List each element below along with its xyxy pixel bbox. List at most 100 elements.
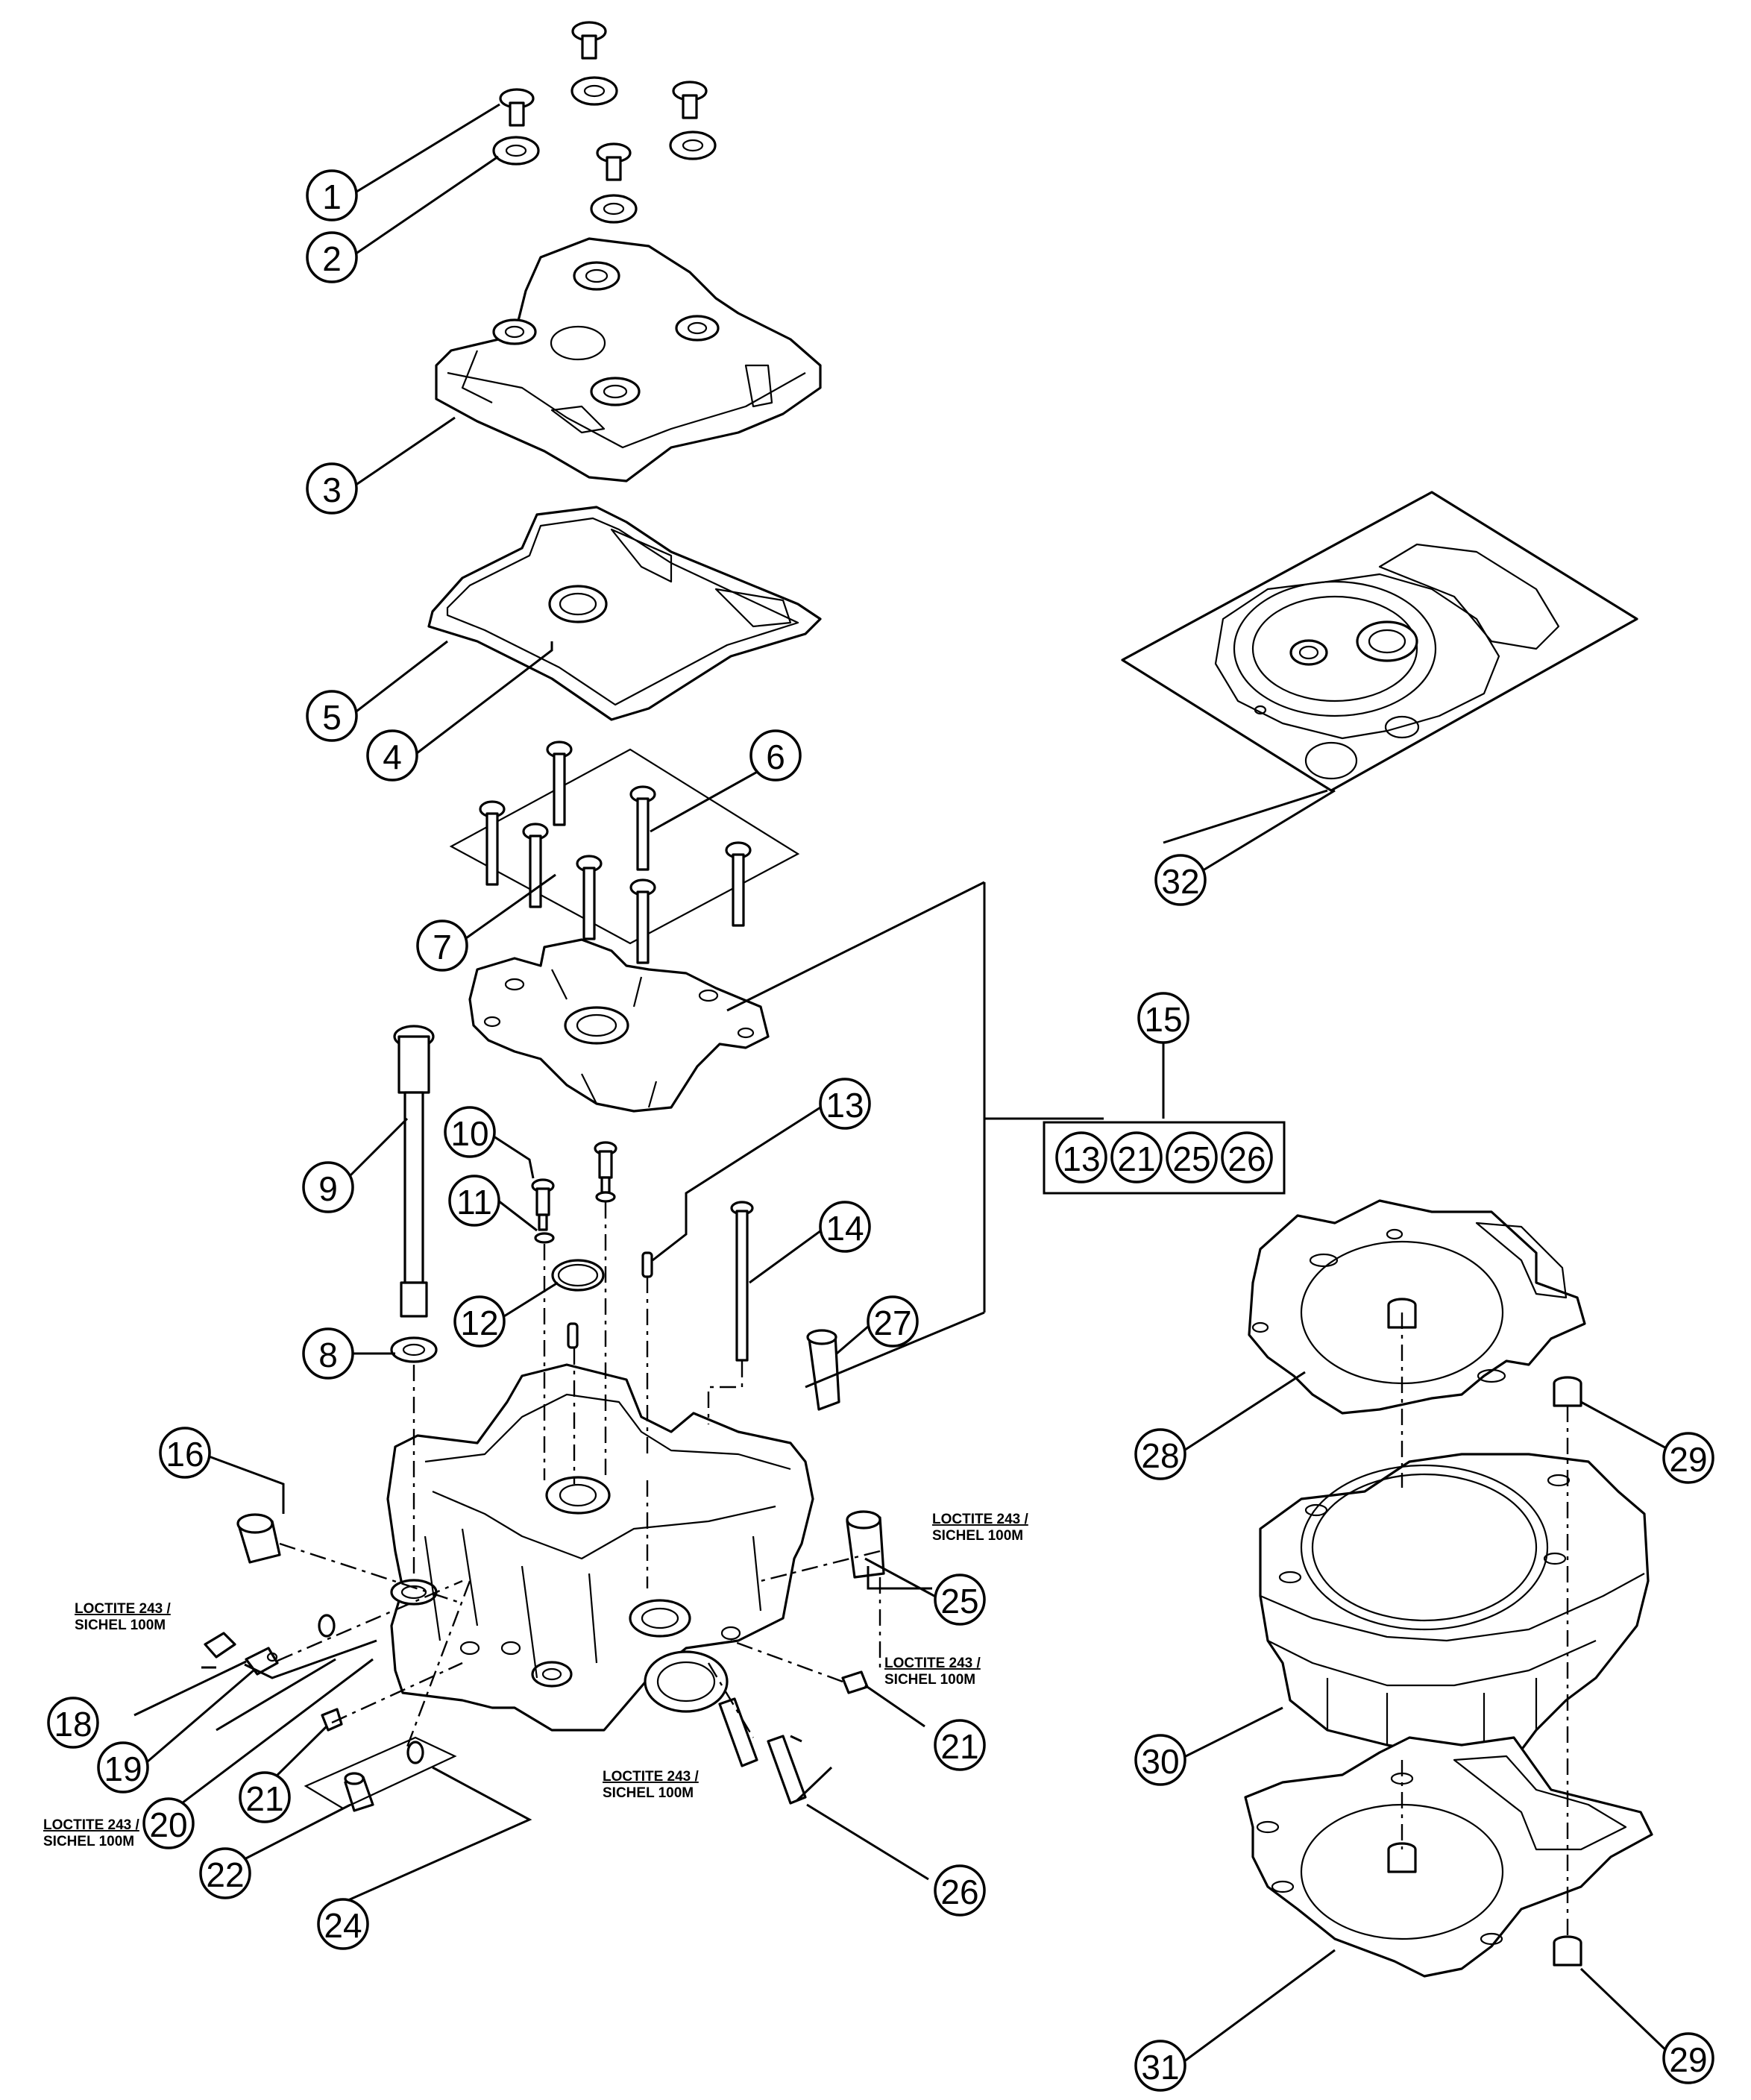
callout-label-31: 31: [1141, 2048, 1179, 2087]
cylinder-head-long-bolt: [393, 1025, 435, 1318]
callout-15: 15: [1137, 992, 1189, 1044]
note-line-2: SICHEL 100M: [884, 1672, 975, 1688]
spark-plug-seal: [548, 585, 608, 623]
washer: [390, 1336, 438, 1363]
callout-label-30: 30: [1141, 1742, 1179, 1781]
leader-lines: [133, 103, 1672, 2067]
note-line-1: LOCTITE 243 /: [884, 1656, 981, 1671]
callout-25: 25: [934, 1574, 986, 1626]
valve-cover: [435, 237, 822, 482]
callout-16: 16: [159, 1427, 211, 1479]
callout-7: 7: [416, 919, 468, 972]
dowel-sleeves: [1553, 1376, 1582, 1967]
callout-12: 12: [453, 1295, 506, 1348]
small-bolts: [531, 1141, 617, 1244]
callout-label-3: 3: [322, 471, 342, 509]
sleeve: [806, 1329, 840, 1411]
callout-2: 2: [306, 231, 358, 283]
callout-label-2: 2: [322, 239, 342, 278]
callout-label-22: 22: [206, 1855, 244, 1894]
callout-label-26: 26: [940, 1873, 978, 1911]
sealing-rings: [492, 76, 717, 224]
alignment-lines: [277, 1202, 1569, 1939]
note-line-1: LOCTITE 243 /: [603, 1769, 700, 1785]
callout-label-12: 12: [460, 1304, 498, 1342]
callout-label-9: 9: [318, 1169, 338, 1208]
note-loctite-part-26: LOCTITE 243 / SICHEL 100M: [603, 1769, 700, 1801]
callout-label-25: 25: [940, 1582, 978, 1620]
callout-28: 28: [1134, 1428, 1186, 1480]
note-line-2: SICHEL 100M: [43, 1834, 134, 1849]
callout-29-bottom: 29: [1662, 2032, 1714, 2084]
callout-label-20: 20: [149, 1805, 187, 1844]
note-loctite-part-21: LOCTITE 243 / SICHEL 100M: [884, 1656, 981, 1688]
cylinder-head-gasket: [1248, 1199, 1586, 1415]
callout-9: 9: [302, 1161, 354, 1213]
note-line-2: SICHEL 100M: [75, 1618, 166, 1633]
callout-11: 11: [448, 1175, 500, 1227]
callout-4: 4: [366, 729, 418, 782]
note-line-2: SICHEL 100M: [932, 1528, 1023, 1544]
callout-label-32: 32: [1161, 862, 1199, 901]
callout-label-29-top: 29: [1669, 1440, 1707, 1479]
callout-13: 13: [819, 1078, 871, 1130]
callout-6: 6: [749, 729, 802, 782]
callout-31: 31: [1134, 2040, 1186, 2092]
callout-label-11: 11: [456, 1183, 492, 1222]
callout-label-27: 27: [873, 1304, 911, 1342]
callout-label-24: 24: [324, 1906, 362, 1945]
note-loctite-lower-left: LOCTITE 243 / SICHEL 100M: [43, 1817, 140, 1849]
callout-20: 20: [142, 1797, 195, 1849]
gasket-set-sheet: [1121, 491, 1638, 792]
note-line-1: LOCTITE 243 /: [75, 1601, 172, 1617]
note-loctite-upper-left: LOCTITE 243 / SICHEL 100M: [75, 1601, 172, 1633]
callout-24: 24: [317, 1898, 369, 1950]
callout-label-14: 14: [826, 1209, 864, 1248]
kit-item-21: 21: [1110, 1131, 1163, 1183]
callout-22: 22: [199, 1847, 251, 1899]
callout-30: 30: [1134, 1734, 1186, 1786]
dowel-pins: [567, 1251, 653, 1349]
note-line-2: SICHEL 100M: [603, 1785, 694, 1801]
camshaft-bearing-bolts: [449, 741, 800, 964]
callout-27: 27: [867, 1295, 919, 1348]
valve-cover-gasket: [427, 506, 822, 721]
callout-label-21-right: 21: [940, 1727, 978, 1766]
note-loctite-part-25: LOCTITE 243 / SICHEL 100M: [932, 1512, 1029, 1544]
callout-label-13: 13: [826, 1086, 864, 1125]
callout-label-8: 8: [318, 1336, 338, 1374]
stud-bolt: [730, 1201, 754, 1362]
callout-29-top: 29: [1662, 1432, 1714, 1484]
kit-label-26: 26: [1227, 1139, 1266, 1178]
callout-32: 32: [1154, 854, 1207, 906]
callout-label-5: 5: [322, 698, 342, 737]
callout-8: 8: [302, 1327, 354, 1380]
kit-label-13: 13: [1062, 1139, 1100, 1178]
callout-3: 3: [306, 462, 358, 515]
callout-label-7: 7: [433, 928, 452, 966]
kit-item-13: 13: [1055, 1131, 1107, 1183]
callout-19: 19: [97, 1741, 149, 1794]
callout-10: 10: [444, 1106, 496, 1158]
callout-26: 26: [934, 1864, 986, 1917]
fittings-left: [204, 1513, 457, 1812]
o-ring: [551, 1259, 605, 1292]
callout-label-29-bottom: 29: [1669, 2040, 1707, 2079]
callout-label-6: 6: [766, 738, 785, 776]
callout-label-1: 1: [322, 177, 342, 216]
cylinder: [1259, 1453, 1650, 1799]
callout-label-15: 15: [1144, 1000, 1182, 1039]
kit-item-25: 25: [1166, 1131, 1218, 1183]
callout-label-19: 19: [104, 1750, 142, 1788]
callout-5: 5: [306, 690, 358, 742]
callout-label-21-left: 21: [245, 1779, 283, 1818]
callout-label-28: 28: [1141, 1436, 1179, 1475]
kit-label-21: 21: [1117, 1139, 1155, 1178]
kit-item-26: 26: [1221, 1131, 1273, 1183]
callout-21-right: 21: [934, 1719, 986, 1771]
callout-21-left: 21: [239, 1771, 291, 1823]
callout-label-16: 16: [166, 1435, 204, 1474]
cylinder-head: [386, 1363, 814, 1732]
note-line-1: LOCTITE 243 /: [43, 1817, 140, 1833]
